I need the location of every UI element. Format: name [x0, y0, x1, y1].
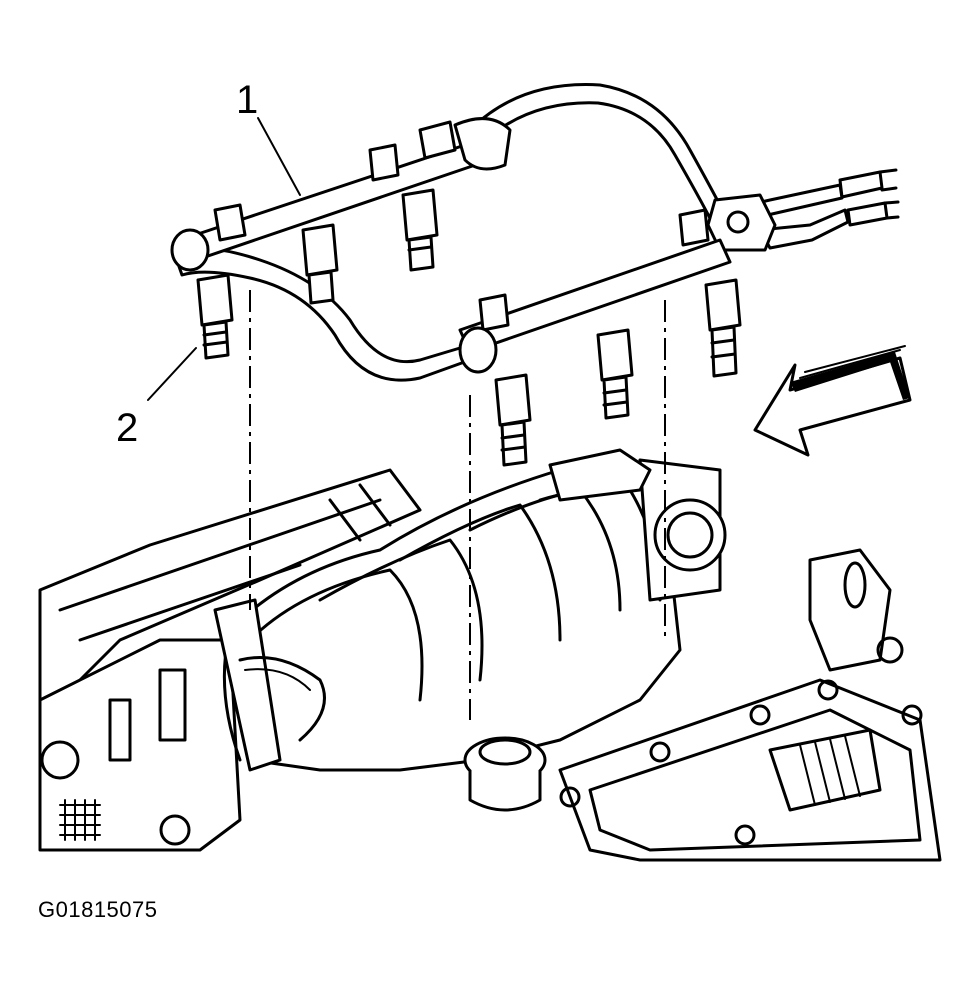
- fuel-injectors: [196, 188, 742, 467]
- callout-1-label: 1: [236, 78, 259, 122]
- intake-manifold: [38, 448, 942, 862]
- leader-lines: [147, 117, 301, 401]
- callout-2-label: 2: [116, 406, 139, 450]
- direction-arrow-icon: [753, 345, 912, 457]
- figure-id: G01815075: [38, 897, 158, 922]
- fuel-rail: [170, 117, 732, 374]
- alignment-lines: [249, 290, 666, 720]
- fuel-lines: [173, 83, 900, 382]
